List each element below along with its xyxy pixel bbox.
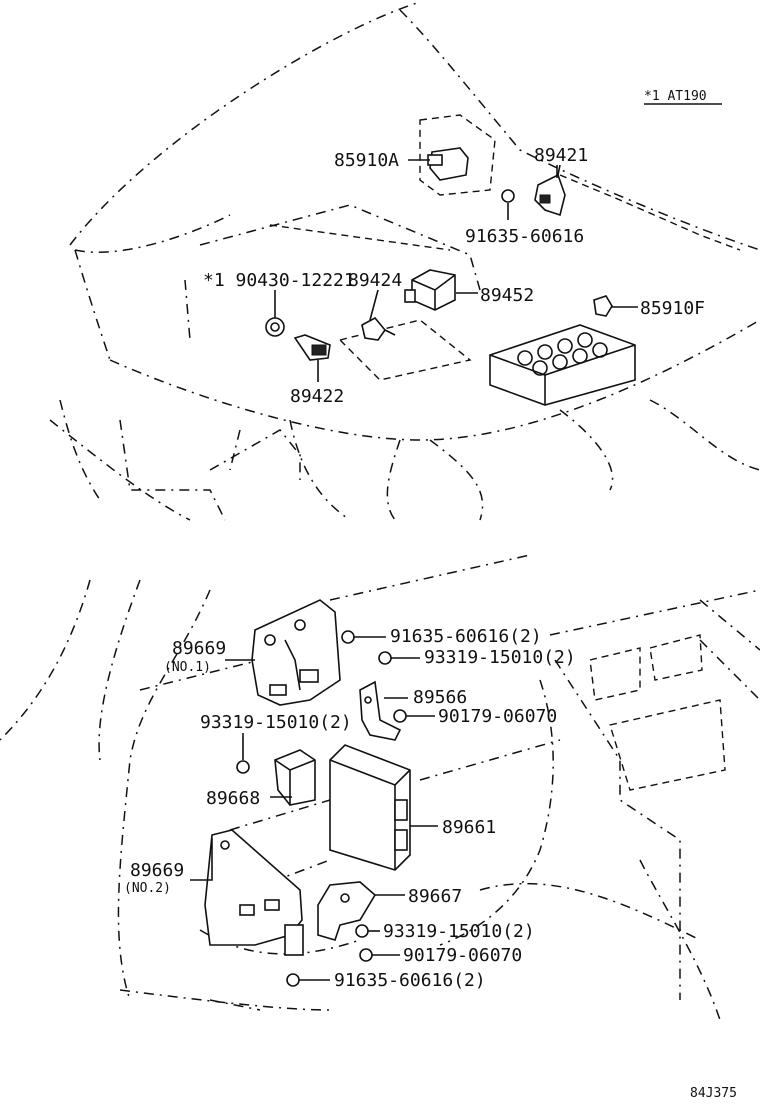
leader-lines-top [274,159,638,382]
bracket-89668-icon [274,749,316,806]
nut-90430-icon [265,317,285,337]
label-90179-a: 90179-06070 [438,706,557,727]
leader-lines-bottom [190,636,438,981]
bolt-91635-a-icon [341,630,355,644]
label-89669-no2: 89669 [130,860,184,881]
ecu-89661-icon [329,744,411,871]
label-89667: 89667 [408,886,462,907]
nut-90179-b-icon [359,948,373,962]
fasteners-bottom [236,630,407,987]
label-85910f: 85910F [640,298,705,319]
bracket-89669-no2-icon [204,829,304,956]
label-89669-no1: 89669 [172,638,226,659]
label-89669-no1-sub: (NO.1) [164,660,211,675]
label-90430: *1 90430-12221 [203,270,355,291]
module-89452-icon [404,269,456,311]
label-85910a: 85910A [334,150,399,171]
bolt-91635-top-icon [501,189,515,203]
connector-85910a-icon [427,147,469,181]
screw-93319-a-icon [378,651,392,665]
label-93319-a: 93319-15010(2) [424,647,576,668]
label-89566: 89566 [413,687,467,708]
bracket-89667-icon [317,881,377,941]
bracket-89669-no1-icon [251,599,341,706]
label-91635-2b: 91635-60616(2) [334,970,486,991]
label-89661: 89661 [442,817,496,838]
label-91635-2a: 91635-60616(2) [390,626,542,647]
screw-93319-b-icon [236,760,250,774]
header-note: *1 AT190 [644,89,707,104]
label-90179-b: 90179-06070 [403,945,522,966]
connector-85910f-icon [593,295,613,317]
vehicle-outline-top [49,1,760,521]
label-89668: 89668 [206,788,260,809]
sensor-89421-icon [534,164,566,217]
label-89424: 89424 [348,270,402,291]
label-91635-top: 91635-60616 [465,226,584,247]
sensor-89422-icon [293,334,331,361]
screw-93319-c-icon [355,924,369,938]
label-89422: 89422 [290,386,344,407]
label-89421: 89421 [534,145,588,166]
footer-code: 84J375 [690,1086,737,1101]
vehicle-outline-bottom [0,554,760,1021]
relay-block [489,324,636,406]
bracket-89566-icon [359,680,402,741]
label-89669-no2-sub: (NO.2) [124,881,171,896]
label-93319-b: 93319-15010(2) [200,712,352,733]
bolt-91635-b-icon [286,973,300,987]
nut-90179-a-icon [393,709,407,723]
label-89452: 89452 [480,285,534,306]
sensor-89424-icon [361,316,396,341]
label-93319-c: 93319-15010(2) [383,921,535,942]
